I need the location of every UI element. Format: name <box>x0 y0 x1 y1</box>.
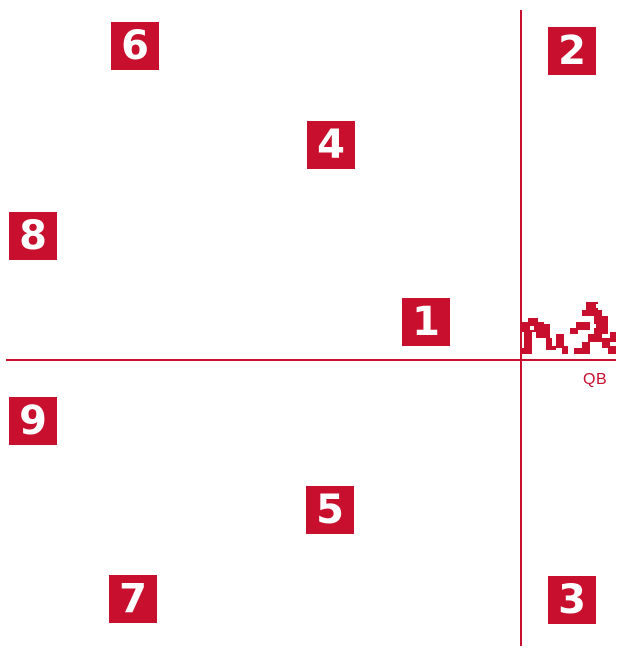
play-slot-1[interactable]: 1 <box>402 298 450 346</box>
play-slot-3[interactable]: 3 <box>548 576 596 624</box>
quarterback-sprite-icon <box>522 302 618 360</box>
play-slot-2[interactable]: 2 <box>548 27 596 75</box>
play-slot-4[interactable]: 4 <box>307 121 355 169</box>
quarterback-label: QB <box>583 371 607 389</box>
play-slot-5[interactable]: 5 <box>306 486 354 534</box>
play-slot-7[interactable]: 7 <box>109 575 157 623</box>
play-slot-9[interactable]: 9 <box>9 397 57 445</box>
play-slot-8[interactable]: 8 <box>9 212 57 260</box>
play-slot-6[interactable]: 6 <box>111 22 159 70</box>
